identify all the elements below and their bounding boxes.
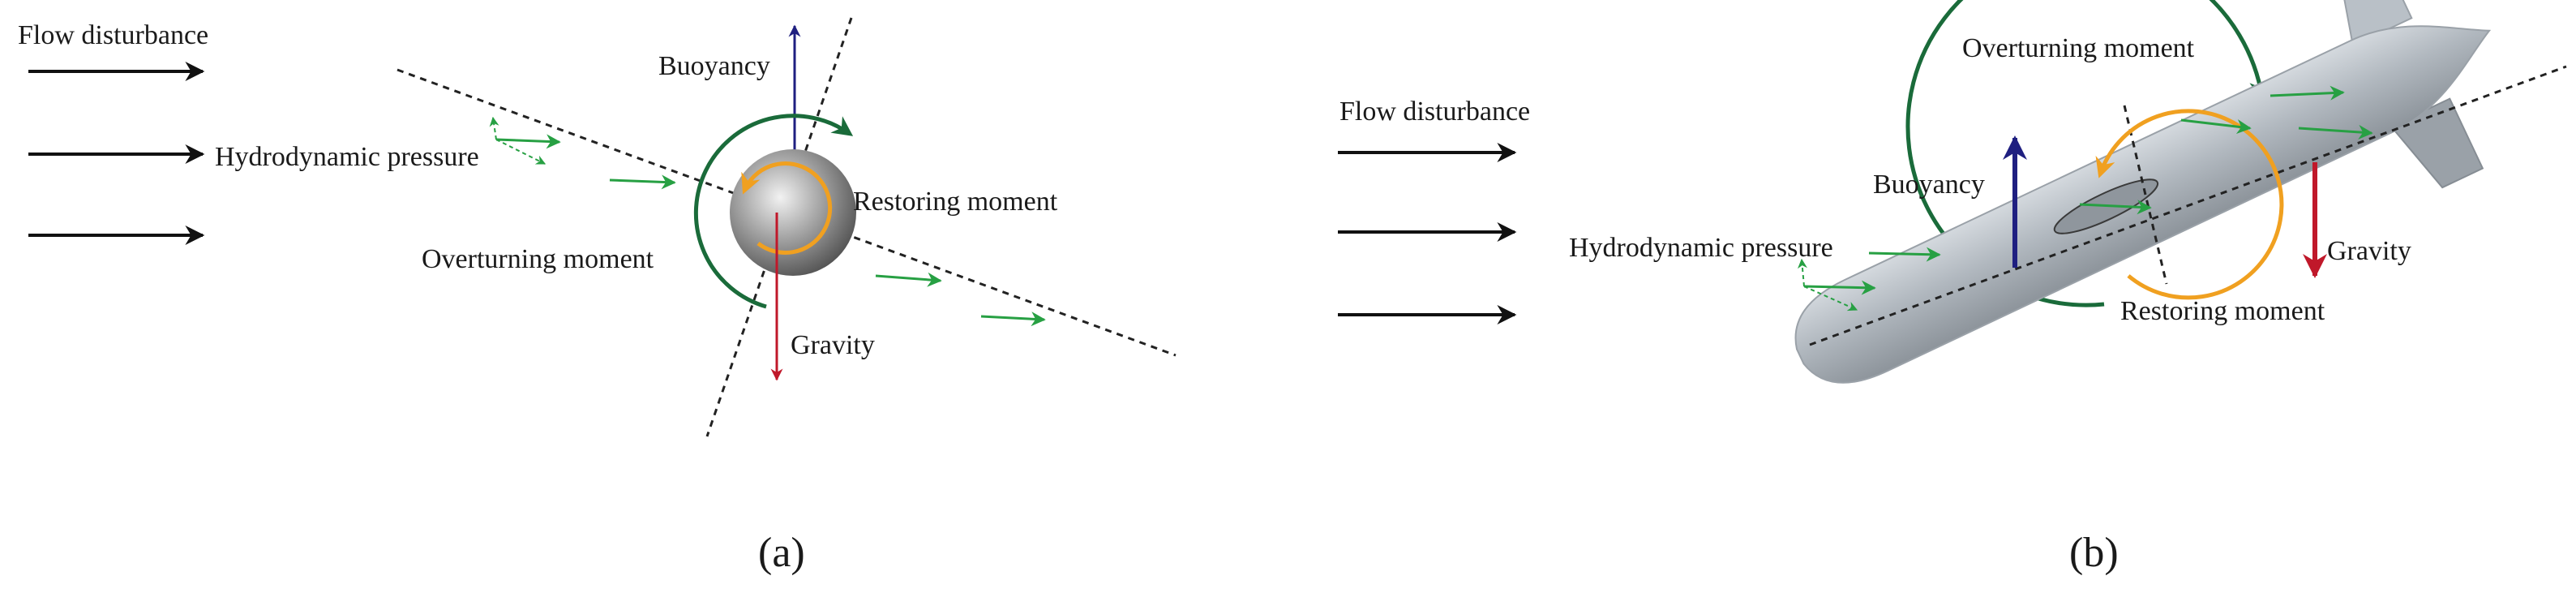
pressure-arrow-b3 (2298, 124, 2373, 140)
pressure-arrow-b5 (1868, 247, 1941, 262)
pressure-arrow-5 (875, 272, 942, 287)
caption-b: (b) (2069, 530, 2119, 576)
flow-disturbance-label-b: Flow disturbance (1339, 97, 1530, 127)
pressure-arrow-6 (980, 312, 1046, 327)
panel-b: Overturning moment Flow disturbance Buoy… (1338, 0, 2567, 576)
dashed-axis-b-long (1809, 65, 2567, 346)
restoring-moment-arrow (741, 161, 833, 255)
pressure-arrow-1 (495, 134, 561, 149)
underwater-vehicle (1794, 0, 2492, 384)
pressure-arrow-3 (495, 139, 546, 165)
buoyancy-label-a: Buoyancy (658, 51, 770, 81)
upper-fin (2337, 0, 2413, 47)
restoring-moment-label-b: Restoring moment (2120, 296, 2325, 326)
flow-disturbance-label-a: Flow disturbance (18, 20, 208, 50)
pressure-arrow-b6 (1803, 280, 1876, 295)
overturning-moment-label-b: Overturning moment (1962, 33, 2195, 63)
panel-a: Flow disturbance Hydrodynamic pressure B… (18, 17, 1177, 576)
pressure-arrow-b2 (2180, 118, 2252, 135)
pressure-arrow-2 (489, 116, 499, 140)
pressure-arrow-b4 (2079, 200, 2152, 215)
hydrodynamic-pressure-label-b: Hydrodynamic pressure (1569, 233, 1833, 263)
caption-a: (a) (758, 530, 805, 576)
dashed-axis-b-cross (2123, 105, 2168, 285)
overturning-moment-label-a: Overturning moment (422, 244, 654, 274)
gravity-label-b: Gravity (2327, 236, 2411, 266)
restoring-moment-label-a: Restoring moment (853, 187, 1058, 217)
overturning-moment-arrow (693, 114, 854, 309)
pressure-arrow-b7 (1798, 258, 1807, 287)
pressure-arrow-b1 (2270, 85, 2345, 101)
pressure-arrow-b8 (1803, 286, 1858, 312)
buoyancy-label-b: Buoyancy (1873, 170, 1985, 200)
pressure-arrow-4 (609, 174, 676, 190)
restoring-moment-arrow-b (2095, 109, 2284, 300)
sphere (730, 149, 856, 276)
gravity-label-a: Gravity (791, 330, 875, 360)
hydrodynamic-pressure-label-a: Hydrodynamic pressure (215, 142, 479, 172)
lower-fin (2390, 97, 2484, 189)
